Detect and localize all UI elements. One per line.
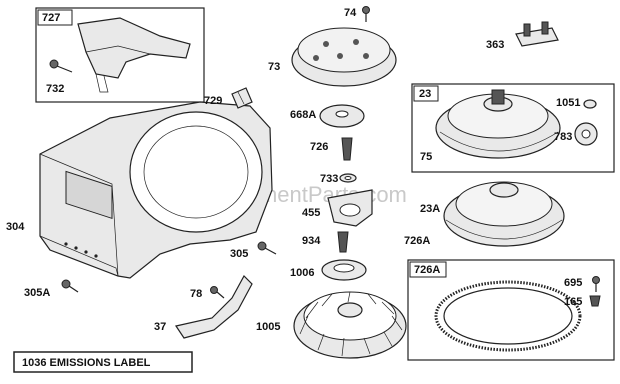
callout-23[interactable]: 23 xyxy=(419,88,431,100)
tag-23 xyxy=(413,85,439,102)
washer-1051[interactable] xyxy=(583,99,597,109)
screw-934[interactable] xyxy=(337,231,349,253)
callout-727[interactable]: 727 xyxy=(42,12,60,24)
emissions-label-text[interactable]: 1036 EMISSIONS LABEL xyxy=(22,357,151,369)
screw-732[interactable] xyxy=(49,59,73,73)
callout-74[interactable]: 74 xyxy=(344,7,357,19)
callout-455[interactable]: 455 xyxy=(302,207,320,219)
callout-23A[interactable]: 23A xyxy=(420,203,440,215)
tag-727 xyxy=(37,9,73,26)
gear-783[interactable] xyxy=(574,122,598,146)
callout-726[interactable]: 75 xyxy=(420,151,432,163)
callout-733[interactable]: 726 xyxy=(310,141,328,153)
callout-726A-box[interactable]: 726A xyxy=(414,264,440,276)
callout-729[interactable]: 729 xyxy=(204,95,222,107)
emissions-label-box xyxy=(13,351,193,373)
callout-78[interactable]: 78 xyxy=(190,288,202,300)
screw-74[interactable] xyxy=(362,6,370,23)
box-726A xyxy=(407,259,615,361)
flywheel-23[interactable] xyxy=(435,89,561,159)
callout-37[interactable]: 37 xyxy=(154,321,166,333)
screw-78[interactable] xyxy=(210,286,225,299)
nut-1006[interactable] xyxy=(321,259,367,281)
washer-668A[interactable] xyxy=(319,104,365,128)
screw-733[interactable] xyxy=(341,137,353,161)
callout-783[interactable]: 783 xyxy=(554,131,572,143)
bracket-363[interactable] xyxy=(515,21,559,47)
callout-75[interactable]: 733 xyxy=(320,173,338,185)
screw-695[interactable] xyxy=(592,276,600,293)
tag-726A xyxy=(409,261,447,278)
baffle-37[interactable] xyxy=(175,275,253,339)
callout-73[interactable]: 73 xyxy=(268,61,280,73)
box-727 xyxy=(35,7,205,103)
callout-305A[interactable]: 305A xyxy=(24,287,50,299)
bolt-305[interactable] xyxy=(257,241,277,255)
callout-363[interactable]: 363 xyxy=(486,39,504,51)
box-23 xyxy=(411,83,615,173)
part-165[interactable] xyxy=(589,295,601,307)
starter-cup-455[interactable] xyxy=(327,189,373,227)
callout-304[interactable]: 304 xyxy=(6,221,25,233)
callout-726A[interactable]: 726A xyxy=(404,235,430,247)
rotating-screen-73[interactable] xyxy=(291,27,397,87)
flywheel-23A[interactable] xyxy=(443,181,565,247)
shroud-bracket-727[interactable] xyxy=(77,17,191,93)
callout-1005[interactable]: 1005 xyxy=(256,321,280,333)
callout-732[interactable]: 732 xyxy=(46,83,64,95)
grommet-729[interactable] xyxy=(231,87,253,109)
callout-305[interactable]: 305 xyxy=(230,248,248,260)
callout-1006[interactable]: 1006 xyxy=(290,267,314,279)
washer-75[interactable] xyxy=(339,173,357,183)
bolt-305A[interactable] xyxy=(61,279,79,293)
blower-housing-304[interactable] xyxy=(39,101,273,279)
callout-1051[interactable]: 1051 xyxy=(556,97,580,109)
ring-gear-726A[interactable] xyxy=(434,280,582,352)
flywheel-fan-1005[interactable] xyxy=(293,291,407,359)
callout-695[interactable]: 695 xyxy=(564,277,582,289)
callout-934[interactable]: 934 xyxy=(302,235,321,247)
callout-165[interactable]: 165 xyxy=(564,296,582,308)
callout-668A[interactable]: 668A xyxy=(290,109,316,121)
